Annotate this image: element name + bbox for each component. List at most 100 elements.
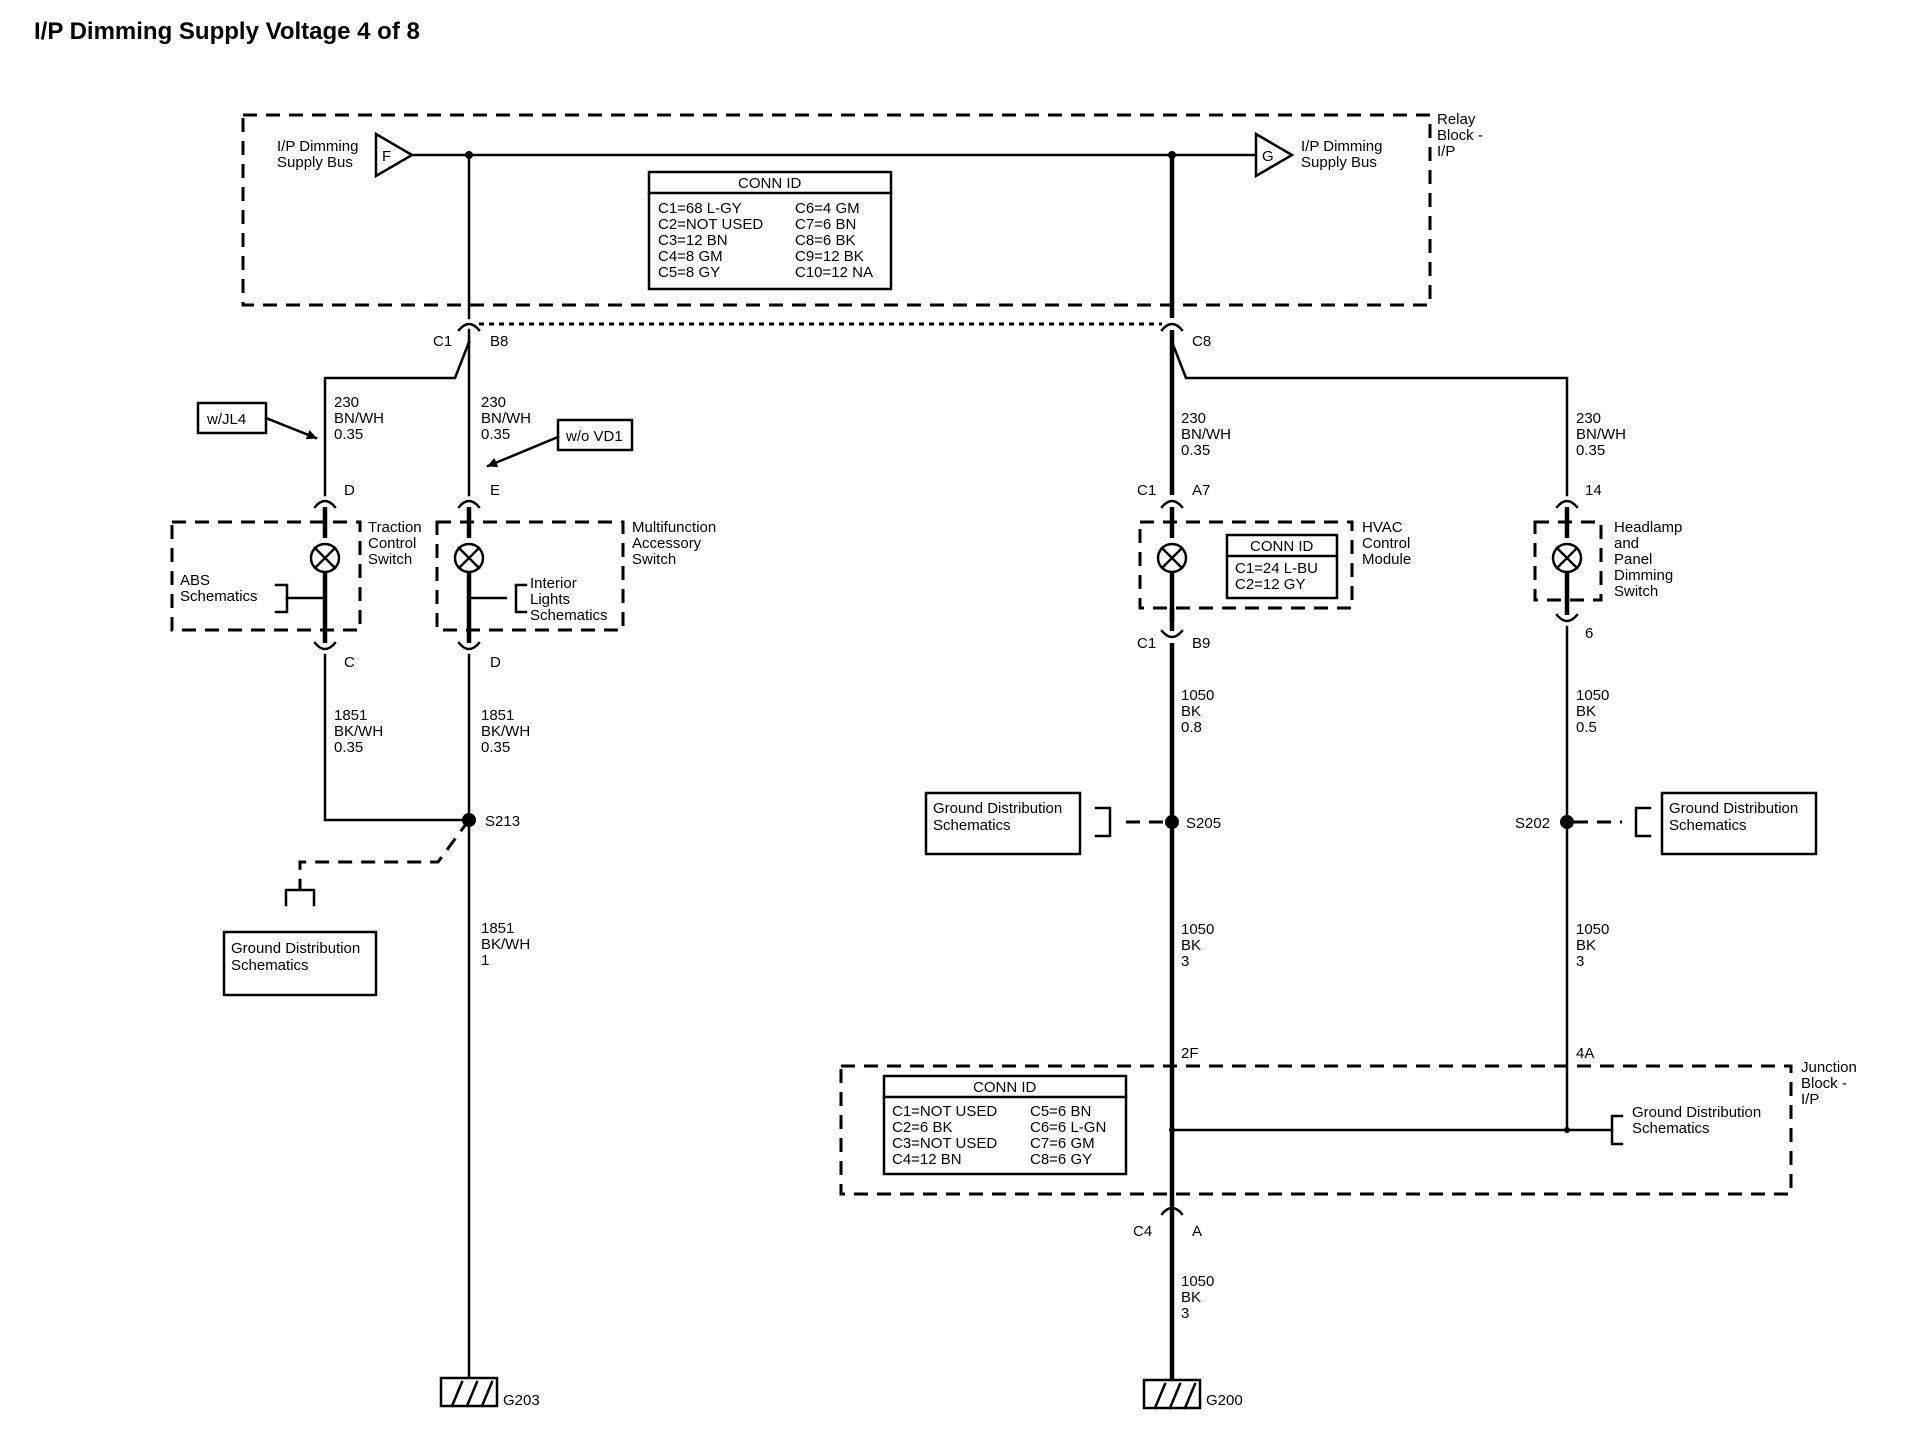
bus-label-right: I/P Dimming Supply Bus (1301, 138, 1382, 171)
svg-text:BK: BK (1576, 703, 1596, 720)
svg-text:1851: 1851 (481, 707, 514, 724)
svg-text:Interior: Interior (530, 575, 577, 592)
svg-text:3: 3 (1181, 1305, 1189, 1322)
ground-dist-mid: Ground Distribution Schematics (924, 791, 1165, 856)
svg-text:C5=6 BN: C5=6 BN (1030, 1103, 1091, 1120)
relay-conn-id-table: CONN ID C1=68 L-GY C2=NOT USED C3=12 BN … (647, 170, 893, 291)
svg-text:Dimming: Dimming (1614, 567, 1673, 584)
svg-text:Lights: Lights (530, 591, 570, 608)
multifunction-label: Multifunction Accessory Switch (632, 519, 716, 568)
bus-label-left: I/P Dimming Supply Bus (277, 138, 358, 171)
ground-dist-junction: Ground Distribution Schematics (1565, 1104, 1761, 1146)
svg-text:G: G (1262, 148, 1274, 165)
connector-c8 (1160, 322, 1184, 332)
label-s205: S205 (1186, 815, 1221, 832)
headlamp-switch-outline (1533, 520, 1603, 602)
svg-text:C2=NOT USED: C2=NOT USED (658, 216, 763, 233)
svg-text:Schematics: Schematics (933, 817, 1011, 834)
wire-label-w4: 230 BN/WH 0.35 (1576, 410, 1626, 459)
label-c8: C8 (1192, 333, 1211, 350)
svg-text:1050: 1050 (1576, 921, 1609, 938)
svg-text:3: 3 (1576, 953, 1584, 970)
label-pin-2f: 2F (1181, 1045, 1199, 1062)
headlamp-label: Headlamp and Panel Dimming Switch (1614, 519, 1682, 600)
svg-text:Control: Control (1362, 535, 1410, 552)
multifunction-lamp (453, 542, 485, 574)
multifunction-switch-outline (435, 520, 625, 632)
svg-text:CONN ID: CONN ID (1250, 538, 1314, 555)
svg-text:Accessory: Accessory (632, 535, 702, 552)
headlamp-lamp (1551, 542, 1583, 574)
svg-text:230: 230 (1576, 410, 1601, 427)
traction-control-switch-outline (170, 520, 362, 632)
svg-text:C5=8 GY: C5=8 GY (658, 264, 720, 281)
svg-text:Supply Bus: Supply Bus (277, 154, 353, 171)
label-pin-d: D (344, 482, 355, 499)
wire-label-w10: 1050 BK 3 (1181, 921, 1214, 970)
svg-text:C6=4 GM: C6=4 GM (795, 200, 860, 217)
svg-text:BK/WH: BK/WH (481, 723, 530, 740)
ground-g203: G203 (439, 1376, 540, 1409)
svg-text:BN/WH: BN/WH (1181, 426, 1231, 443)
svg-text:ABS: ABS (180, 572, 210, 589)
svg-text:C8=6 BK: C8=6 BK (795, 232, 855, 249)
svg-text:C2=6 BK: C2=6 BK (892, 1119, 952, 1136)
svg-text:Schematics: Schematics (231, 957, 309, 974)
label-pin-a: A (1192, 1223, 1202, 1240)
wire-label-w5: 1851 BK/WH 0.35 (334, 707, 383, 756)
label-pin-e: E (490, 482, 500, 499)
svg-text:1851: 1851 (481, 920, 514, 937)
hvac-conn-id-table: CONN ID C1=24 L-BU C2=12 GY (1225, 533, 1339, 600)
svg-text:I/P: I/P (1437, 143, 1455, 160)
svg-text:0.35: 0.35 (334, 426, 363, 443)
label-pin-4a: 4A (1576, 1045, 1594, 1062)
wire-label-w9: 1851 BK/WH 1 (481, 920, 530, 969)
label-b9: B9 (1192, 635, 1210, 652)
ground-g200: G200 (1142, 1378, 1243, 1410)
svg-text:Traction: Traction (368, 519, 422, 536)
svg-text:0.5: 0.5 (1576, 719, 1597, 736)
svg-text:3: 3 (1181, 953, 1189, 970)
option-jl4: w/JL4 (196, 401, 318, 440)
label-pin-14: 14 (1585, 482, 1602, 499)
svg-text:Headlamp: Headlamp (1614, 519, 1682, 536)
label-hvac-c1-top: C1 (1137, 482, 1156, 499)
svg-text:Module: Module (1362, 551, 1411, 568)
svg-text:C3=NOT USED: C3=NOT USED (892, 1135, 997, 1152)
svg-text:w/o VD1: w/o VD1 (565, 428, 623, 445)
svg-text:C10=12 NA: C10=12 NA (795, 264, 873, 281)
svg-text:I/P Dimming: I/P Dimming (1301, 138, 1382, 155)
svg-text:C1=NOT USED: C1=NOT USED (892, 1103, 997, 1120)
hvac-label: HVAC Control Module (1362, 519, 1411, 568)
junction-conn-id-table: CONN ID C1=NOT USED C2=6 BK C3=NOT USED … (882, 1074, 1128, 1176)
svg-text:CONN ID: CONN ID (738, 175, 802, 192)
label-hvac-c1-bottom: C1 (1137, 635, 1156, 652)
relay-block-outline (241, 113, 1432, 307)
svg-text:G200: G200 (1206, 1392, 1243, 1409)
label-c1: C1 (433, 333, 452, 350)
svg-text:Schematics: Schematics (1632, 1120, 1710, 1137)
svg-text:C2=12 GY: C2=12 GY (1235, 576, 1305, 593)
traction-control-lamp (309, 542, 341, 574)
label-pin-d2: D (490, 654, 501, 671)
svg-text:BN/WH: BN/WH (481, 410, 531, 427)
page-title: I/P Dimming Supply Voltage 4 of 8 (34, 18, 420, 45)
svg-text:230: 230 (1181, 410, 1206, 427)
svg-text:C1=24 L-BU: C1=24 L-BU (1235, 560, 1318, 577)
svg-text:0.35: 0.35 (1181, 442, 1210, 459)
svg-text:Switch: Switch (1614, 583, 1658, 600)
label-pin-6: 6 (1585, 625, 1593, 642)
relay-block-label: Relay Block - I/P (1437, 111, 1483, 160)
ground-dist-left: Ground Distribution Schematics (222, 819, 471, 997)
option-vd1: w/o VD1 (486, 418, 634, 468)
svg-text:1050: 1050 (1181, 921, 1214, 938)
svg-text:Multifunction: Multifunction (632, 519, 716, 536)
abs-schematics-ref: ABS Schematics (180, 572, 327, 614)
svg-text:I/P Dimming: I/P Dimming (277, 138, 358, 155)
svg-text:BK/WH: BK/WH (334, 723, 383, 740)
svg-text:Block -: Block - (1437, 127, 1483, 144)
svg-text:Block -: Block - (1801, 1075, 1847, 1092)
svg-text:1050: 1050 (1576, 687, 1609, 704)
svg-text:BK: BK (1181, 937, 1201, 954)
